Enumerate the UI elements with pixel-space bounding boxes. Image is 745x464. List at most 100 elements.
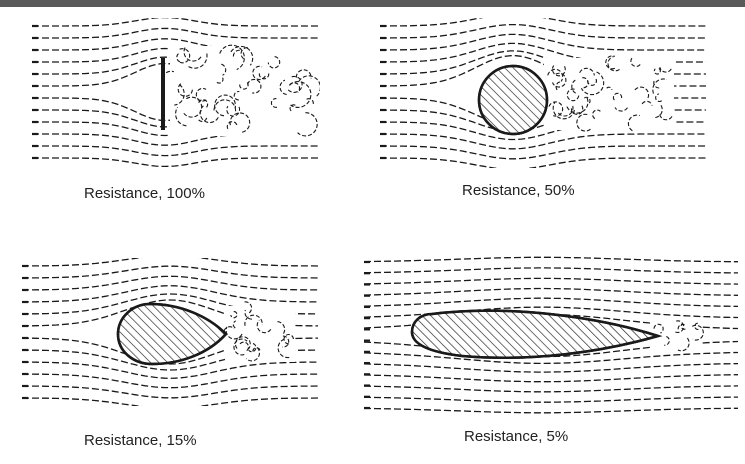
eddy bbox=[221, 63, 227, 76]
eddy bbox=[175, 106, 187, 127]
wake-eddies bbox=[653, 320, 704, 352]
streamline bbox=[380, 133, 706, 150]
eddy bbox=[267, 56, 281, 69]
wake-eddies bbox=[161, 44, 320, 137]
eddy bbox=[198, 117, 208, 122]
eddy bbox=[239, 341, 250, 352]
eddy bbox=[653, 323, 664, 334]
eddy bbox=[605, 55, 616, 70]
flat-plate-flow-svg bbox=[32, 18, 320, 168]
streamline bbox=[363, 351, 739, 365]
eddy bbox=[555, 81, 561, 91]
eddy bbox=[658, 112, 673, 121]
streamline bbox=[363, 362, 739, 373]
cylinder-body bbox=[477, 64, 549, 136]
eddy bbox=[230, 45, 254, 66]
eddy bbox=[653, 79, 660, 89]
eddy bbox=[612, 92, 623, 101]
eddy bbox=[195, 87, 207, 102]
eddy bbox=[652, 78, 668, 94]
airfoil-flow-svg bbox=[363, 256, 739, 414]
eddy bbox=[176, 53, 181, 63]
streamline bbox=[363, 374, 739, 383]
eddy bbox=[219, 44, 245, 71]
eddy bbox=[587, 78, 597, 86]
wake-eddies bbox=[547, 55, 673, 132]
eddy bbox=[282, 335, 290, 348]
eddy bbox=[580, 71, 605, 96]
eddy bbox=[244, 309, 253, 320]
eddy bbox=[664, 335, 670, 346]
eddy bbox=[571, 79, 577, 94]
caption-airfoil: Resistance, 5% bbox=[464, 428, 569, 445]
eddy bbox=[654, 105, 663, 119]
teardrop-body bbox=[116, 302, 228, 366]
eddy bbox=[552, 101, 575, 120]
streamline bbox=[363, 267, 738, 274]
streamline bbox=[32, 145, 318, 157]
streamline bbox=[22, 373, 318, 389]
eddy bbox=[298, 75, 320, 97]
eddy bbox=[244, 314, 263, 326]
streamline bbox=[380, 23, 706, 39]
eddy bbox=[232, 49, 243, 57]
streamline bbox=[363, 297, 739, 308]
eddy bbox=[306, 98, 314, 106]
eddy bbox=[694, 322, 700, 330]
streamline bbox=[32, 18, 318, 27]
eddy bbox=[248, 342, 257, 353]
eddy bbox=[183, 46, 202, 62]
eddy bbox=[673, 320, 685, 334]
eddy bbox=[177, 82, 193, 97]
eddy bbox=[225, 326, 243, 340]
streamline bbox=[380, 157, 706, 168]
eddy bbox=[606, 86, 613, 91]
streamline bbox=[380, 33, 706, 51]
streamline bbox=[379, 50, 706, 75]
caption-teardrop: Resistance, 15% bbox=[84, 432, 197, 449]
eddy bbox=[270, 98, 278, 108]
streamline bbox=[364, 407, 738, 414]
streamline bbox=[21, 397, 319, 406]
eddy bbox=[252, 347, 261, 352]
eddy bbox=[279, 79, 287, 96]
streamline bbox=[363, 277, 739, 285]
streamline bbox=[363, 256, 738, 263]
eddy bbox=[691, 324, 704, 341]
eddy bbox=[566, 88, 580, 102]
streamline bbox=[363, 287, 739, 296]
eddy bbox=[655, 93, 663, 102]
eddy bbox=[252, 65, 266, 81]
eddy bbox=[199, 105, 219, 124]
eddy bbox=[289, 104, 297, 112]
eddy bbox=[614, 107, 628, 112]
eddy bbox=[634, 86, 650, 101]
streamline bbox=[363, 396, 738, 403]
eddy bbox=[239, 82, 249, 90]
cylinder-diagram bbox=[378, 18, 708, 168]
eddy bbox=[565, 97, 589, 114]
eddy bbox=[183, 96, 203, 118]
eddy bbox=[179, 48, 191, 64]
eddy bbox=[216, 77, 224, 84]
teardrop-flow-svg bbox=[21, 258, 319, 406]
cylinder-flow-svg bbox=[379, 18, 706, 168]
eddy bbox=[641, 100, 653, 106]
eddy bbox=[677, 337, 690, 352]
eddy bbox=[659, 66, 672, 73]
eddy bbox=[653, 68, 661, 75]
eddy bbox=[223, 326, 235, 332]
eddy bbox=[174, 84, 185, 106]
eddy bbox=[583, 96, 591, 104]
streamline bbox=[380, 145, 706, 160]
eddy bbox=[607, 56, 620, 72]
airfoil-diagram bbox=[362, 256, 740, 414]
eddy bbox=[258, 73, 270, 80]
streamline bbox=[32, 157, 318, 168]
caption-cylinder: Resistance, 50% bbox=[462, 182, 575, 199]
eddy bbox=[226, 121, 238, 130]
flat-plate-diagram bbox=[30, 18, 320, 168]
eddy bbox=[557, 105, 574, 117]
eddy bbox=[592, 109, 601, 120]
eddy bbox=[230, 311, 238, 319]
